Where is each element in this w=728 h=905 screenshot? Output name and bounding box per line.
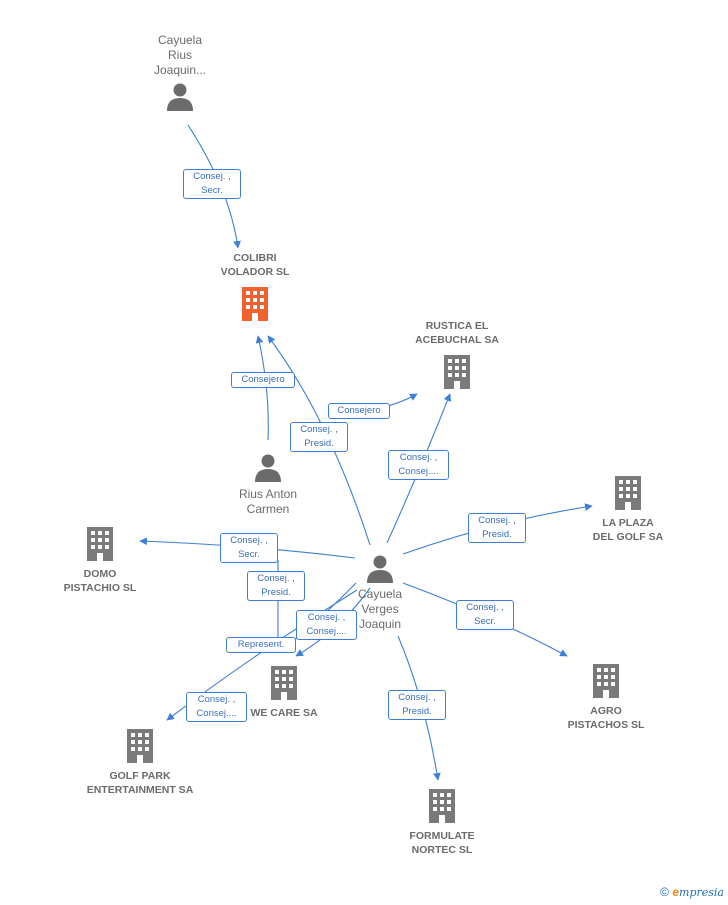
person-node-cayuela-rius[interactable]: Cayuela Rius Joaquin... [130, 33, 230, 111]
edge-label-e7[interactable]: Consej. , Secr. [220, 533, 278, 563]
person-node-cayuela-verges[interactable]: Cayuela Verges Joaquin [340, 553, 420, 632]
node-label: RUSTICA EL ACEBUCHAL SA [415, 320, 499, 346]
node-label: LA PLAZA DEL GOLF SA [592, 517, 664, 543]
edge-label-e10[interactable]: Represent. [226, 637, 296, 653]
edge-label-e9[interactable]: Consej. , Consej.... [296, 610, 357, 640]
building-icon [87, 527, 113, 561]
building-icon [127, 729, 153, 763]
building-icon [444, 355, 470, 389]
edge-label-e6[interactable]: Consej. , Presid. [468, 513, 526, 543]
node-label: DOMO PISTACHIO SL [63, 568, 137, 594]
node-label: FORMULATE NORTEC SL [409, 830, 475, 856]
node-label: Cayuela Verges Joaquin [357, 587, 403, 631]
company-node-la-plaza[interactable]: LA PLAZA DEL GOLF SA [578, 474, 678, 544]
node-label: COLIBRI VOLADOR SL [220, 252, 290, 278]
building-icon [593, 664, 619, 698]
building-icon [429, 789, 455, 823]
edge-label-e13[interactable]: Consej. , Presid. [388, 690, 446, 720]
node-label: AGRO PISTACHOS SL [567, 705, 645, 731]
edge-label-e11[interactable]: Consej. , Secr. [456, 600, 514, 630]
company-node-we-care[interactable]: WE CARE SA [234, 664, 334, 720]
node-label: GOLF PARK ENTERTAINMENT SA [86, 770, 194, 796]
copyright-symbol: © [660, 885, 669, 899]
building-icon [615, 476, 641, 510]
node-label: Rius Anton Carmen [238, 487, 298, 516]
building-icon [242, 287, 268, 321]
edge-label-e1[interactable]: Consej. , Secr. [183, 169, 241, 199]
edge-label-e3[interactable]: Consej. , Presid. [290, 422, 348, 452]
edge-e2 [255, 335, 269, 441]
person-icon [167, 83, 193, 111]
node-label: WE CARE SA [250, 707, 318, 719]
edge-label-e4[interactable]: Consejero [328, 403, 390, 419]
person-icon [255, 454, 281, 482]
edge-label-e12[interactable]: Consej. , Consej.... [186, 692, 247, 722]
company-node-formulate[interactable]: FORMULATE NORTEC SL [392, 787, 492, 857]
edge-label-e2[interactable]: Consejero [231, 372, 295, 388]
person-node-rius-anton[interactable]: Rius Anton Carmen [218, 452, 318, 517]
brand-e: e [672, 885, 680, 899]
person-icon [367, 555, 393, 583]
edge-label-e5[interactable]: Consej. , Consej.... [388, 450, 449, 480]
company-node-rustica[interactable]: RUSTICA EL ACEBUCHAL SA [397, 319, 517, 391]
company-node-agro[interactable]: AGRO PISTACHOS SL [556, 662, 656, 732]
brand-rest: mpresia [679, 886, 724, 899]
empresia-logo[interactable]: © empresia [660, 885, 724, 899]
company-node-golf-park[interactable]: GOLF PARK ENTERTAINMENT SA [70, 727, 210, 797]
node-label: Cayuela Rius Joaquin... [153, 33, 207, 77]
building-icon [271, 666, 297, 700]
company-node-colibri[interactable]: COLIBRI VOLADOR SL [194, 251, 316, 323]
edge-label-e8[interactable]: Consej. , Presid. [247, 571, 305, 601]
company-node-domo[interactable]: DOMO PISTACHIO SL [50, 525, 150, 595]
